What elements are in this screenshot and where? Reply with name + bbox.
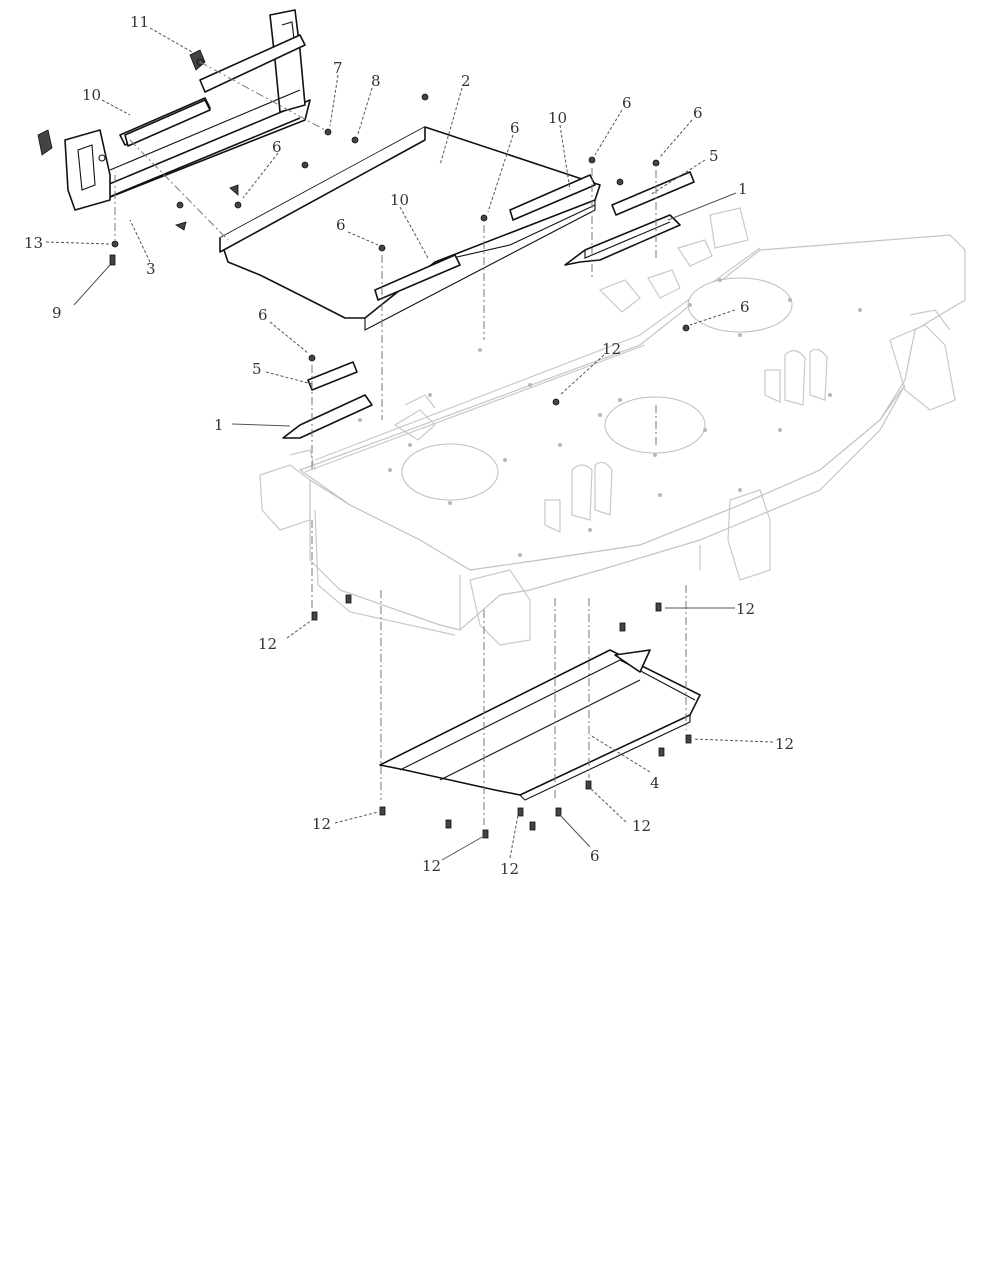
latch-left [37, 129, 53, 156]
callout-12: 12 [422, 857, 441, 875]
part-7-nut [324, 128, 332, 136]
callout-1: 1 [738, 180, 748, 198]
callout-10: 10 [82, 86, 101, 104]
part-4-lower-shield [379, 649, 701, 801]
callout-6: 6 [622, 94, 632, 112]
callout-12: 12 [258, 635, 277, 653]
callout-11: 11 [130, 13, 149, 31]
callout-1: 1 [214, 416, 224, 434]
deck-hanger-left [259, 464, 311, 531]
callout-9: 9 [52, 304, 62, 322]
callout-5: 5 [252, 360, 262, 378]
spindle-bracket-left [544, 461, 613, 533]
callout-8: 8 [371, 72, 381, 90]
part-12-screws [311, 594, 692, 839]
leader-lines [45, 27, 774, 861]
callout-2: 2 [461, 72, 471, 90]
callout-6: 6 [258, 306, 268, 324]
blade-opening-center [604, 396, 706, 454]
deck-bolt-holes [358, 278, 862, 557]
callout-4: 4 [650, 774, 660, 792]
hardware-fasteners [37, 49, 692, 839]
callout-6: 6 [336, 216, 346, 234]
callout-6: 6 [272, 138, 282, 156]
callout-10: 10 [390, 191, 409, 209]
deck-hanger-front-left [469, 569, 531, 646]
part-2-deflector-panel [219, 126, 601, 331]
callout-3: 3 [146, 260, 156, 278]
part-10-strip-upper [124, 99, 211, 147]
blade-opening-left [401, 443, 499, 501]
part-10-strip-right [509, 174, 596, 221]
callout-12: 12 [632, 817, 651, 835]
callout-12: 12 [500, 860, 519, 878]
part-11-latch [189, 49, 206, 71]
deck-hanger-front-right [727, 489, 771, 581]
part-1-baffle-upper [564, 214, 681, 266]
callout-13: 13 [24, 234, 43, 252]
callout-12: 12 [312, 815, 331, 833]
callout-6: 6 [693, 104, 703, 122]
callout-6: 6 [740, 298, 750, 316]
callout-6: 6 [510, 119, 520, 137]
part-13-nut [111, 240, 119, 248]
callout-12: 12 [775, 735, 794, 753]
part-1-baffle-lower [282, 394, 373, 439]
part-5-plate-lower [307, 361, 358, 391]
part-9-screw [109, 254, 116, 266]
callout-12: 6 [590, 847, 600, 865]
part-8-washer [351, 136, 359, 144]
callout-labels: 11 10 7 8 2 6 10 6 6 5 1 6 13 3 9 6 10 6… [24, 13, 794, 878]
deck-hanger-right [889, 324, 956, 411]
callout-5: 5 [709, 147, 719, 165]
callout-7: 7 [333, 59, 343, 77]
callout-12: 12 [736, 600, 755, 618]
callout-10: 10 [548, 109, 567, 127]
mower-deck [259, 207, 966, 646]
assembly-lines [114, 61, 687, 825]
part-10-strip-middle [374, 254, 461, 301]
callout-6: 12 [602, 340, 621, 358]
spindle-bracket-right [764, 348, 828, 406]
